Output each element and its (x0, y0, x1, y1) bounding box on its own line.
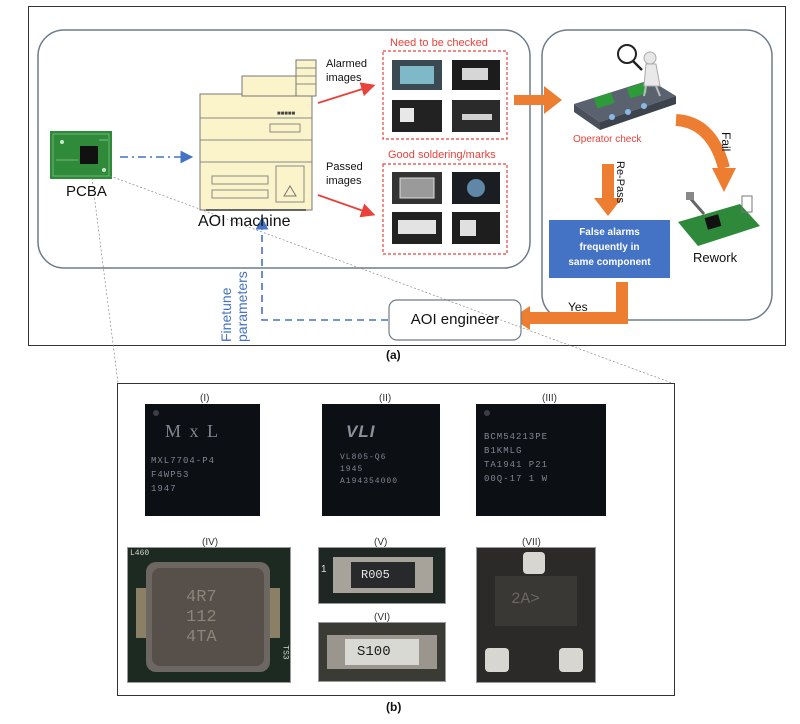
repass-arrow-head (594, 198, 622, 216)
machine-panel-text: ■■■■■ (277, 111, 296, 117)
yes-label: Yes (568, 300, 588, 314)
component-5-label: (V) (374, 537, 388, 548)
aoi-machine-image (199, 59, 317, 211)
finetune-feedback-arrow (255, 216, 388, 321)
repass-label: Re-Pass (614, 161, 626, 204)
rework-board-image (678, 192, 760, 246)
component-1-chip: M x L MXL7704-P4 F4WP53 1947 (145, 404, 260, 516)
operator-conveyor-image (574, 80, 676, 130)
passed-thumbnails (392, 172, 500, 244)
component-4-photo: L460 TS3 4R7 112 4TA (127, 547, 291, 683)
rework-label: Rework (693, 250, 738, 265)
need-check-box (382, 50, 508, 140)
good-solder-box (382, 163, 508, 255)
component-6-label: (VI) (374, 612, 391, 623)
good-solder-title: Good soldering/marks (388, 149, 496, 161)
alarmed-arrow (317, 82, 376, 104)
aoi-process-box (37, 29, 531, 269)
caption-a: (a) (386, 348, 401, 362)
component-3-label: (III) (542, 393, 557, 404)
false-alarm-box (549, 220, 670, 278)
component-5-photo: 1 R005 (318, 547, 446, 604)
zoom-line-left (91, 177, 119, 384)
component-7-photo: 2A> (476, 547, 596, 683)
caption-b: (b) (386, 700, 402, 714)
yes-arrow-path (528, 282, 628, 324)
alarmed-thumbnails (392, 60, 500, 132)
aoi-machine-label: AOI machine (198, 213, 291, 230)
fail-arrow-head (712, 168, 736, 192)
component-7-label: (VII) (522, 537, 541, 548)
pcba-board-image (50, 131, 112, 179)
component-2-label: (II) (379, 393, 392, 404)
component-2-chip: VLI VL805-Q6 1945 A194354000 (322, 404, 440, 516)
aoi-engineer-label: AOI engineer (410, 311, 500, 328)
passed-arrow (317, 194, 376, 218)
fail-label: Fail (719, 132, 733, 152)
need-check-title: Need to be checked (390, 37, 488, 49)
operator-process-box (541, 29, 773, 321)
fail-arrow-path (675, 114, 730, 170)
pcba-label: PCBA (66, 183, 107, 200)
component-1-label: (I) (200, 393, 210, 404)
component-6-photo: S100 (318, 622, 446, 682)
operator-check-label: Operator check (573, 134, 642, 145)
repass-arrow-shaft (602, 164, 614, 200)
to-operator-arrow (514, 86, 562, 114)
aoi-engineer-box (388, 299, 522, 341)
magnifier-person-icon (617, 44, 661, 97)
component-4-label: (IV) (202, 537, 219, 548)
component-3-chip: BCM54213PE B1KMLG TA1941 P21 00Q-17 1 W (476, 404, 606, 516)
